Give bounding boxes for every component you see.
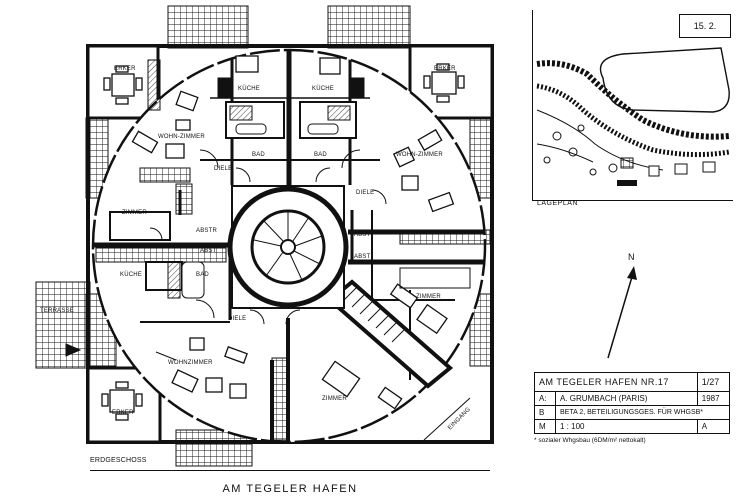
label-abst-4: ABST [200,248,217,254]
label-abstr-1: ABSTR [196,228,217,234]
label-bad-3: BAD [196,272,209,278]
row-a-key: A: [534,391,556,406]
label-abst-3: ABST [354,254,371,260]
window-strips [95,167,491,441]
site-plan-caption: LAGEPLAN [537,200,578,207]
furniture [101,55,471,421]
label-erker-2: ERKER [434,66,456,72]
label-diele-3: DIELE [228,316,246,322]
central-stair [227,185,349,309]
label-diele-2: DIELE [356,190,374,196]
row-b: B BETA 2, BETEILIGUNGSGES. FÜR WHGSB* [534,405,730,420]
row-m-code: A [696,419,731,434]
label-eingang: EINGANG [447,407,472,432]
row-b-value: BETA 2, BETEILIGUNGSGES. FÜR WHGSB* [555,405,730,420]
label-wohnzimmer-3: WOHNZIMMER [168,360,213,366]
sheet-number: 15. 2. [679,14,731,38]
balcony-grids [35,5,493,467]
row-m: M 1 : 100 A [534,419,731,434]
label-zimmer-2: ZIMMER [416,294,441,300]
row-m-value: 1 : 100 [555,419,698,434]
label-bad-2: BAD [314,152,327,158]
floor-plan: KÜCHE KÜCHE KÜCHE BAD BAD BAD ERKER ERKE… [35,5,494,467]
entrance-marks [65,343,471,441]
label-terrasse: TERRASSE [40,308,74,314]
title-row: AM TEGELER HAFEN NR.17 1/27 [534,372,731,392]
project-title: AM TEGELER HAFEN NR.17 [534,372,698,392]
row-a: A: A. GRUMBACH (PARIS) 1987 [534,391,731,406]
title-block: AM TEGELER HAFEN NR.17 1/27 A: A. GRUMBA… [534,372,731,444]
footnote: * sozialer Whgsbau (6DM/m² nettokalt) [534,437,646,444]
label-wohnzimmer-1: WOHN-ZIMMER [158,134,205,140]
label-kueche-2: KÜCHE [312,85,334,92]
row-a-value: A. GRUMBACH (PARIS) [555,391,698,406]
site-plan-frame: 15. 2. LAGEPLAN LAGEPLAN [532,10,733,207]
label-diele-1: DIELE [214,166,232,172]
label-kueche-3: KÜCHE [120,271,142,278]
label-zimmer-1: ZIMMER [122,210,147,216]
label-erker-3: ERKER [112,410,134,416]
label-abst-2: ABST [354,232,371,238]
site-plan-map: LAGEPLAN [536,47,730,186]
north-arrow: N [607,252,637,359]
label-wohnzimmer-2: WOHN-ZIMMER [396,152,443,158]
label-kueche-1: KÜCHE [238,85,260,92]
label-bad-1: BAD [252,152,265,158]
door-swings [149,149,387,325]
sheet-index: 1/27 [696,372,731,392]
row-b-key: B [534,405,556,420]
label-floor: ERDGESCHOSS [90,457,147,464]
row-m-key: M [534,419,556,434]
fixtures [145,59,365,299]
plan-caption: AM TEGELER HAFEN [90,470,490,495]
row-a-year: 1987 [696,391,731,406]
label-zimmer-3: ZIMMER [322,396,347,402]
north-label: N [628,252,635,262]
label-erker-1: ERKER [114,66,136,72]
